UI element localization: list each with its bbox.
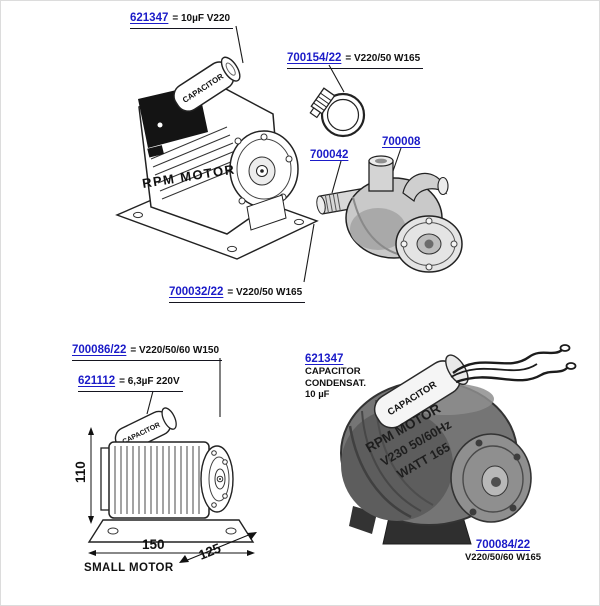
part-spec-top-capacitor: = 10µF V220 xyxy=(172,13,231,24)
part-link-700032-22[interactable]: 700032/22 xyxy=(169,286,224,298)
part-link-700084-22[interactable]: 700084/22 xyxy=(475,539,531,551)
label-small-motor: 700086/22= V220/50/60 W150 xyxy=(72,342,223,361)
part-spec-clamp: = V220/50 W165 xyxy=(345,53,421,64)
photo-capacitor-desc-2: CONDENSAT. xyxy=(305,377,367,389)
label-clamp: 700154/22= V220/50 W165 xyxy=(287,50,424,69)
dimension-lines xyxy=(88,427,257,563)
small-motor-housing xyxy=(108,441,210,519)
leader-lines xyxy=(146,25,402,417)
small-motor-base xyxy=(87,519,255,543)
small-motor-fins xyxy=(114,446,200,514)
pump-top-fitting xyxy=(368,160,394,192)
label-pump: 700008 xyxy=(382,134,420,149)
top-motor-drawing: RPM MOTOR CAPACITOR xyxy=(115,56,319,260)
part-spec-small-motor: = V220/50/60 W150 xyxy=(130,345,220,356)
pump-drawing xyxy=(316,155,463,273)
part-spec-top-motor: = V220/50 W165 xyxy=(227,287,303,298)
small-motor-capacitor: CAPACITOR xyxy=(114,407,177,452)
part-link-700086-22[interactable]: 700086/22 xyxy=(72,344,127,356)
part-link-621347-photo[interactable]: 621347 xyxy=(305,353,344,365)
small-motor-drawing: CAPACITOR xyxy=(73,407,257,563)
motor-fins xyxy=(150,126,241,200)
dim-height: 110 xyxy=(73,461,88,483)
top-capacitor: CAPACITOR xyxy=(173,56,241,112)
part-link-700042[interactable]: 700042 xyxy=(310,149,349,161)
label-top-motor: 700032/22= V220/50 W165 xyxy=(169,284,306,303)
part-spec-small-capacitor: = 6,3µF 220V xyxy=(119,376,180,387)
motor-wires xyxy=(450,344,577,384)
label-top-capacitor: 621347= 10µF V220 xyxy=(130,10,234,29)
part-spec-photo-motor: V220/50/60 W165 xyxy=(464,552,542,563)
photo-capacitor-desc-1: CAPACITOR xyxy=(305,366,361,377)
photo-motor-drawing: CAPACITOR RPM MOTOR V230 50/60Hz WATT 16… xyxy=(340,344,577,545)
part-link-700008[interactable]: 700008 xyxy=(382,136,421,148)
part-link-700154-22[interactable]: 700154/22 xyxy=(287,52,342,64)
label-photo-motor: 700084/22 V220/50/60 W165 xyxy=(453,537,553,564)
part-link-621347-top[interactable]: 621347 xyxy=(130,12,169,24)
photo-capacitor-desc-3: 10 µF xyxy=(305,389,330,400)
part-link-621112[interactable]: 621112 xyxy=(78,375,116,387)
dim-depth: 125 xyxy=(197,540,224,563)
hose-clamp-drawing xyxy=(309,87,366,138)
dim-width: 150 xyxy=(142,537,165,552)
label-small-capacitor: 621112= 6,3µF 220V xyxy=(78,373,183,392)
label-photo-capacitor: 621347 CAPACITOR CONDENSAT. 10 µF xyxy=(305,351,366,401)
label-clamp-small: 700042 xyxy=(310,147,348,162)
caption-small-motor: SMALL MOTOR xyxy=(84,562,174,574)
